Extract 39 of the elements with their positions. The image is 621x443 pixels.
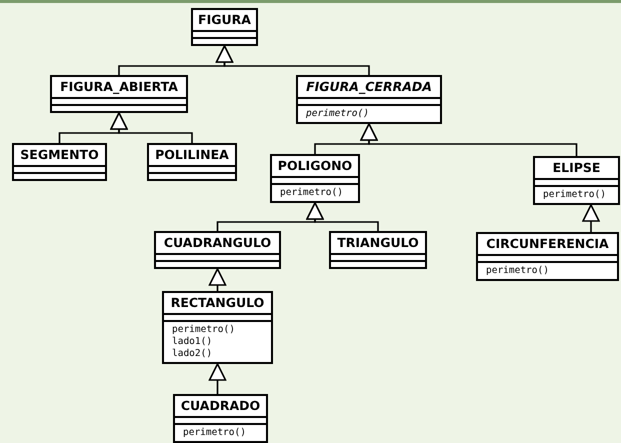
inheritance-arrow: [110, 112, 193, 143]
method-name: perimetro(): [172, 324, 236, 336]
class-box: [12, 143, 107, 181]
class-box: [147, 143, 237, 181]
inheritance-arrow: [582, 204, 600, 232]
class-name: FIGURA_CERRADA: [306, 80, 432, 94]
class-box: [270, 154, 360, 203]
class-box: [162, 291, 273, 364]
class-box: [296, 75, 442, 124]
class-name: RECTANGULO: [170, 296, 264, 310]
class-box: [476, 232, 619, 281]
inheritance-arrow: [208, 363, 226, 394]
class-box: [50, 75, 188, 113]
class-name: SEGMENTO: [20, 148, 99, 162]
class-name: POLILINEA: [155, 148, 229, 162]
inheritance-arrow: [306, 202, 379, 231]
class-name: TRIANGULO: [337, 236, 419, 250]
inheritance-arrow: [360, 123, 578, 156]
class-box: [533, 156, 620, 205]
class-name: CIRCUNFERENCIA: [486, 238, 609, 250]
class-name: CUADRANGULO: [164, 236, 272, 250]
class-name: CUADRADO: [180, 400, 260, 412]
inheritance-arrow: [216, 45, 370, 75]
class-box: [329, 231, 427, 269]
method-name: lado2(): [172, 348, 214, 360]
method-name: perimetro(): [486, 265, 550, 277]
class-name: POLIGONO: [278, 160, 352, 172]
method-name: perimetro(): [543, 189, 607, 201]
class-name: FIGURA: [198, 14, 251, 26]
class-box: [191, 8, 258, 46]
inheritance-arrow: [208, 268, 226, 291]
class-box: [154, 231, 281, 269]
method-name: perimetro(): [280, 187, 344, 199]
class-box: [173, 394, 268, 443]
method-name: perimetro(): [183, 427, 247, 439]
method-name: perimetro(): [306, 108, 370, 120]
class-name: ELIPSE: [552, 162, 600, 174]
method-name: lado1(): [172, 336, 214, 348]
class-name: FIGURA_ABIERTA: [60, 80, 178, 94]
